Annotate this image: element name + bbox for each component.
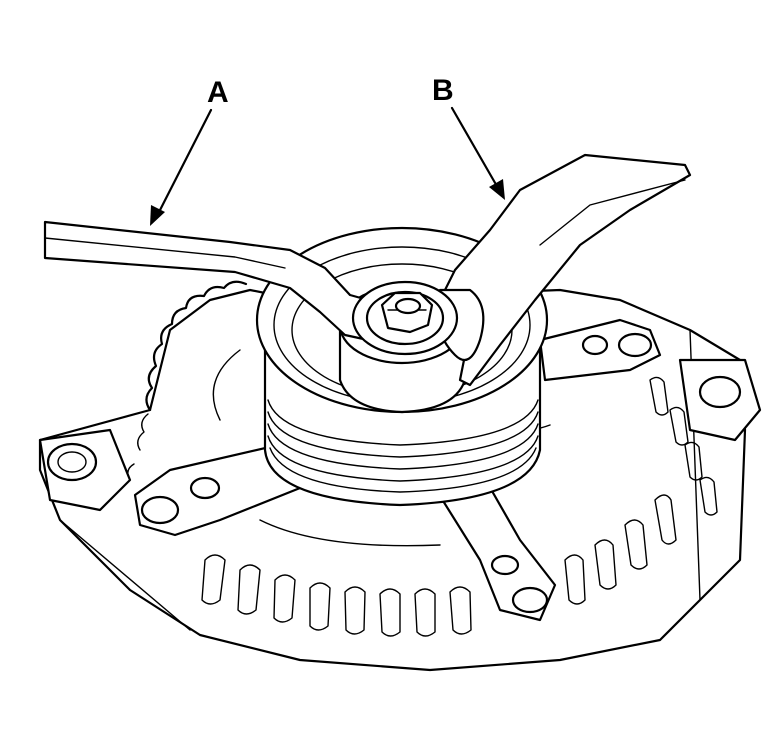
mount-hole-left [46, 442, 98, 482]
callout-b: B [432, 74, 505, 200]
cooling-vents [201, 376, 718, 637]
callout-a: A [150, 76, 229, 226]
leader-line-a [156, 108, 213, 216]
bracket-hole-bottom [511, 586, 549, 614]
pulley-nut [380, 291, 434, 334]
bracket-hole-left [140, 495, 180, 525]
leader-line-b [450, 106, 500, 190]
arrowhead-a [150, 205, 165, 226]
callout-label-a: A [207, 76, 229, 109]
arrowhead-b [489, 179, 505, 200]
mount-hole-right [698, 375, 742, 409]
bracket-hole-right [617, 332, 653, 358]
bolt-head [394, 297, 422, 315]
callout-label-b: B [432, 74, 454, 107]
mounting-ears [38, 358, 762, 512]
